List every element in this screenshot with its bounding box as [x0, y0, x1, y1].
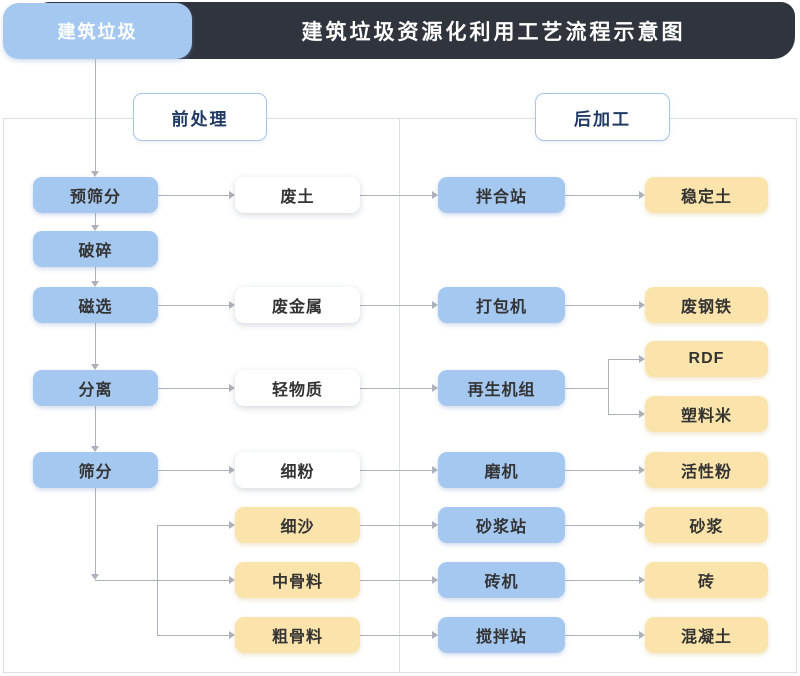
node-mortar: 砂浆	[645, 507, 768, 543]
connector-regeneration-stub	[565, 388, 608, 389]
arrowhead-right-icon	[639, 466, 645, 474]
arrowhead-right-icon	[229, 191, 235, 199]
arrowhead-down-icon	[91, 281, 99, 287]
connector-branch-vertical	[157, 525, 158, 635]
panel-divider	[399, 118, 400, 673]
connector-split-to-rdf	[608, 355, 645, 363]
arrowhead-right-icon	[639, 410, 645, 418]
arrowhead-right-icon	[639, 191, 645, 199]
arrowhead-right-icon	[432, 301, 438, 309]
node-brick: 砖	[645, 562, 768, 598]
diagram-frame	[3, 118, 797, 673]
arrowhead-right-icon	[229, 384, 235, 392]
connector-screening-to-finepowder	[158, 466, 235, 474]
connector-regeneration-split	[608, 359, 609, 414]
arrowhead-right-icon	[229, 576, 235, 584]
arrowhead-right-icon	[229, 521, 235, 529]
arrowhead-down-icon	[91, 446, 99, 452]
node-waste-metal: 废金属	[235, 287, 360, 323]
node-medium-aggregate: 中骨料	[235, 562, 360, 598]
node-waste-soil: 废土	[235, 177, 360, 213]
node-rdf: RDF	[645, 341, 768, 377]
node-screening: 筛分	[33, 452, 158, 488]
section-label-post-processing: 后加工	[535, 93, 670, 141]
arrowhead-down-icon	[91, 225, 99, 231]
node-scrap-steel: 废钢铁	[645, 287, 768, 323]
node-crushing: 破碎	[33, 231, 158, 267]
node-concrete: 混凝土	[645, 617, 768, 653]
node-light-material: 轻物质	[235, 370, 360, 406]
arrowhead-down-icon	[91, 574, 99, 580]
node-plastic-pellets: 塑料米	[645, 396, 768, 432]
connector-magnetic-to-wastemetal	[158, 301, 235, 309]
connector-finesand-to-mortarstation	[360, 521, 438, 529]
arrowhead-down-icon	[91, 171, 99, 177]
connector-prescreening-to-crushing	[91, 213, 99, 231]
connector-separation-to-lightmaterial	[158, 384, 235, 392]
arrowhead-right-icon	[432, 191, 438, 199]
connector-wastesoil-to-mixingstation	[360, 191, 438, 199]
arrowhead-right-icon	[639, 301, 645, 309]
arrowhead-right-icon	[639, 631, 645, 639]
connector-split-to-plasticpellets	[608, 410, 645, 418]
arrowhead-right-icon	[432, 631, 438, 639]
connector-separation-to-screening	[91, 406, 99, 452]
arrowhead-right-icon	[432, 521, 438, 529]
section-label-pre-processing: 前处理	[133, 93, 267, 141]
node-baler: 打包机	[438, 287, 565, 323]
arrowhead-right-icon	[229, 301, 235, 309]
connector-coarseaggregate-to-concretestation	[360, 631, 438, 639]
connector-prescreening-to-wastesoil	[158, 191, 235, 199]
node-mill: 磨机	[438, 452, 565, 488]
connector-branch-to-fine-sand	[157, 521, 235, 529]
node-brick-machine: 砖机	[438, 562, 565, 598]
node-concrete-mixing-station: 搅拌站	[438, 617, 565, 653]
arrowhead-right-icon	[229, 631, 235, 639]
arrowhead-down-icon	[91, 364, 99, 370]
connector-mixingstation-to-stabilizedsoil	[565, 191, 645, 199]
arrowhead-right-icon	[639, 355, 645, 363]
page-title: 建筑垃圾资源化利用工艺流程示意图	[301, 20, 686, 44]
connector-crushing-to-magnetic	[91, 267, 99, 287]
node-regeneration-unit: 再生机组	[438, 370, 565, 406]
arrowhead-right-icon	[432, 466, 438, 474]
connector-mediumaggregate-to-brickmachine	[360, 576, 438, 584]
node-separation: 分离	[33, 370, 158, 406]
arrowhead-right-icon	[432, 384, 438, 392]
connector-wastemetal-to-baler	[360, 301, 438, 309]
arrowhead-right-icon	[639, 521, 645, 529]
connector-lightmaterial-to-regeneration	[360, 384, 438, 392]
connector-branch-to-coarse-aggregate	[157, 631, 235, 639]
node-activated-powder: 活性粉	[645, 452, 768, 488]
arrowhead-right-icon	[432, 576, 438, 584]
connector-mortarstation-to-mortar	[565, 521, 645, 529]
node-pre-screening: 预筛分	[33, 177, 158, 213]
node-magnetic-separation: 磁选	[33, 287, 158, 323]
connector-source-to-prescreening	[91, 59, 99, 177]
node-mixing-station: 拌合站	[438, 177, 565, 213]
node-construction-waste: 建筑垃圾	[3, 3, 192, 59]
connector-concretestation-to-concrete	[565, 631, 645, 639]
arrowhead-right-icon	[639, 576, 645, 584]
node-fine-sand: 细沙	[235, 507, 360, 543]
arrowhead-right-icon	[229, 466, 235, 474]
connector-screening-down	[91, 488, 99, 580]
connector-baler-to-scrapsteel	[565, 301, 645, 309]
node-coarse-aggregate: 粗骨料	[235, 617, 360, 653]
connector-magnetic-to-separation	[91, 323, 99, 370]
node-fine-powder: 细粉	[235, 452, 360, 488]
connector-finepowder-to-mill	[360, 466, 438, 474]
connector-branch-to-medium-aggregate	[95, 576, 235, 584]
connector-brickmachine-to-brick	[565, 576, 645, 584]
connector-mill-to-activatedpowder	[565, 466, 645, 474]
node-mortar-station: 砂浆站	[438, 507, 565, 543]
node-stabilized-soil: 稳定土	[645, 177, 768, 213]
